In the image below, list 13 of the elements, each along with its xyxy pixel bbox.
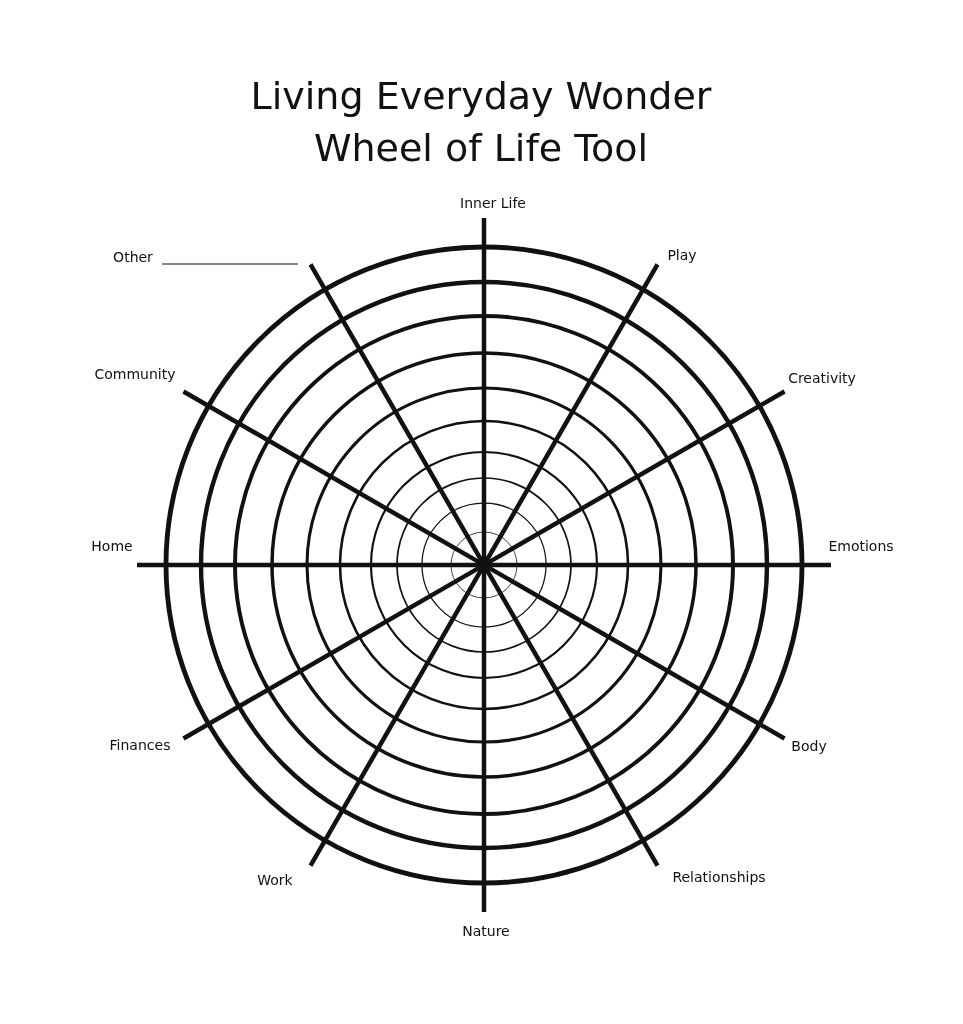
category-label: Community bbox=[94, 366, 176, 382]
category-label: Finances bbox=[109, 737, 171, 753]
category-label: Relationships bbox=[672, 869, 766, 885]
category-label: Home bbox=[91, 538, 133, 554]
category-label: Work bbox=[257, 872, 293, 888]
category-label: Play bbox=[667, 247, 697, 263]
title: Living Everyday Wonder Wheel of Life Tool bbox=[249, 73, 713, 172]
category-label: Other bbox=[113, 249, 153, 265]
category-label: Inner Life bbox=[460, 195, 526, 211]
category-label: Nature bbox=[462, 923, 510, 939]
category-label: Body bbox=[791, 738, 827, 754]
category-label: Creativity bbox=[788, 370, 856, 386]
category-label: Emotions bbox=[828, 538, 894, 554]
